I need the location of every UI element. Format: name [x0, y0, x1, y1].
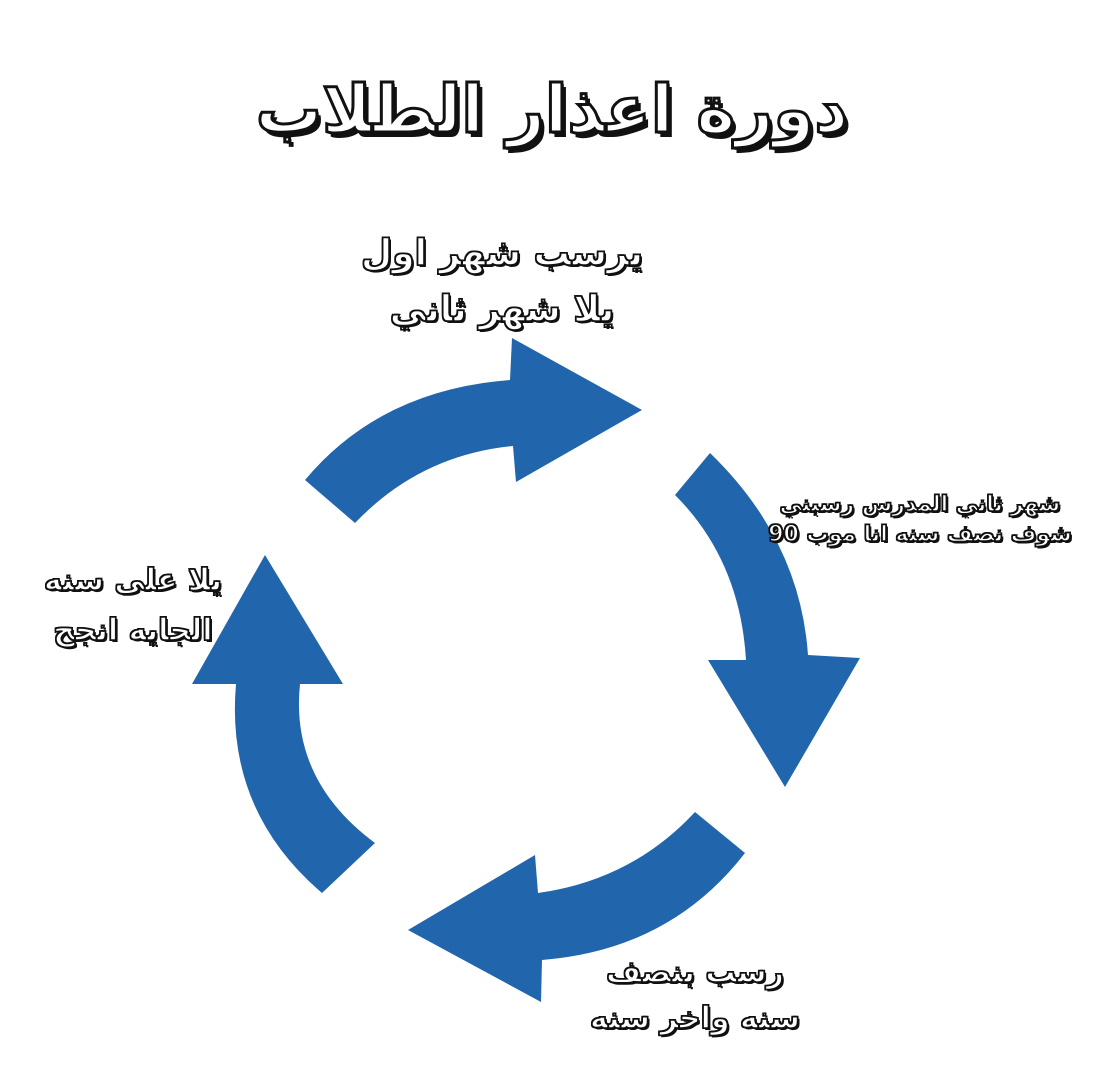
step-line: رسب بنصف: [605, 954, 784, 991]
cycle-arrow-right: [675, 453, 860, 787]
step-label-bottom: رسب بنصف سنه واخر سنه: [589, 950, 801, 1042]
step-label-left: يلا على سنه الجايه انجح: [18, 556, 248, 656]
step-label-right: شهر ثاني المدرس رسبني شوف نصف سنه انا مو…: [760, 490, 1080, 550]
cycle-arrow-left: [192, 555, 375, 893]
step-line: الجايه انجح: [53, 612, 214, 649]
step-line: يرسب شهر اول: [360, 232, 644, 275]
step-label-top: يرسب شهر اول يلا شهر ثاني: [352, 226, 652, 338]
step-line: شوف نصف سنه انا موب 90: [767, 521, 1072, 548]
cycle-arrow-bottom: [408, 812, 745, 1002]
diagram-title: دورة اعذار الطلاب: [254, 69, 849, 149]
step-line: يلا على سنه: [43, 562, 222, 599]
step-line: يلا شهر ثاني: [389, 288, 615, 331]
step-line: سنه واخر سنه: [589, 1000, 801, 1037]
step-line: شهر ثاني المدرس رسبني: [779, 491, 1061, 518]
cycle-arrow-top: [305, 338, 642, 523]
